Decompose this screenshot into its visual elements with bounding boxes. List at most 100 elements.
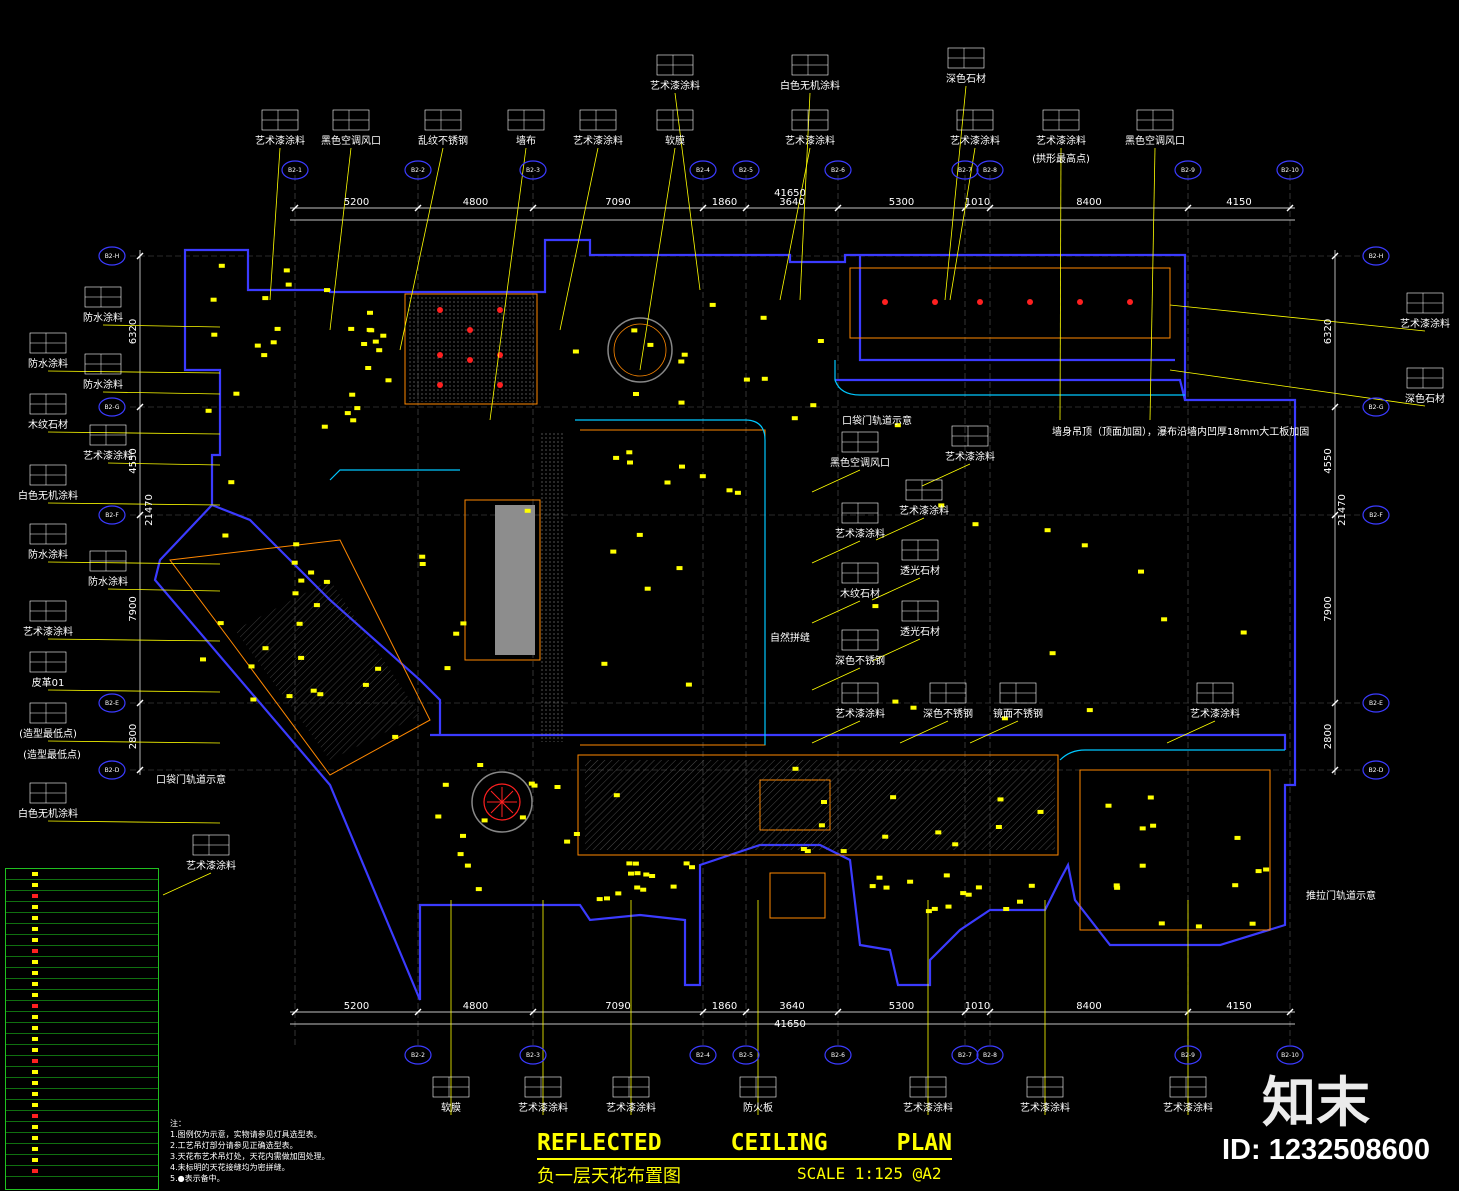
- grid-bubble-top: B2-7: [958, 167, 972, 174]
- dimension-segment: 3640: [779, 1001, 804, 1012]
- material-tag-label: 艺术漆涂料: [899, 504, 949, 517]
- legend-row: [6, 1034, 158, 1045]
- downlight-fixture: [965, 892, 972, 897]
- dimension-tick: [1331, 403, 1339, 411]
- leader-line: [921, 463, 971, 487]
- red-accent-light: [437, 382, 443, 388]
- downlight-fixture: [298, 655, 305, 660]
- brand-logo: 知末: [1262, 1071, 1370, 1134]
- leader-line: [489, 147, 527, 421]
- grid-bubble-left: B2-F: [105, 512, 119, 519]
- grid-bubble-bottom: B2-9: [1181, 1052, 1195, 1059]
- downlight-fixture: [572, 349, 579, 354]
- downlight-fixture: [368, 328, 375, 333]
- red-accent-light: [497, 382, 503, 388]
- downlight-fixture: [372, 339, 379, 344]
- downlight-fixture: [604, 896, 610, 901]
- dimension-tick: [1331, 252, 1339, 260]
- legend-row: [6, 1067, 158, 1078]
- dimension-segment: 1010: [965, 197, 990, 208]
- grid-bubble-top: B2-6: [831, 167, 845, 174]
- grid-bubble-left-circle: [98, 246, 126, 266]
- drawing-notes: 注： 1.图例仅为示意，实物请参见灯具选型表。 2.工艺吊灯部分请参见正确选型表…: [170, 1118, 330, 1184]
- legend-symbol-icon: [32, 971, 38, 975]
- material-tag-label: 深色石材: [946, 72, 986, 85]
- legend-symbol-icon: [32, 1015, 38, 1019]
- legend-symbol-icon: [32, 1048, 38, 1052]
- note-line: 注：: [170, 1119, 186, 1128]
- downlight-fixture: [890, 795, 897, 800]
- grid-bubble-bottom-circle: [976, 1045, 1004, 1065]
- downlight-fixture: [1255, 869, 1262, 874]
- dimension-segment: 8400: [1076, 1001, 1101, 1012]
- downlight-fixture: [634, 885, 641, 890]
- downlight-fixture: [945, 904, 952, 909]
- dimension-segment: 1860: [712, 1001, 737, 1012]
- downlight-fixture: [679, 464, 685, 469]
- legend-symbol-icon: [32, 1081, 38, 1085]
- material-tag-label: 深色不锈钢: [835, 654, 885, 667]
- leader-line: [639, 147, 676, 371]
- downlight-fixture: [938, 503, 945, 508]
- material-tag-label: 软膜: [665, 134, 685, 147]
- downlight-fixture: [760, 315, 767, 320]
- grid-bubble-bottom: B2-7: [958, 1052, 972, 1059]
- downlight-fixture: [310, 688, 317, 693]
- leader-line: [811, 540, 861, 564]
- grid-bubble-right-circle: [1362, 397, 1390, 417]
- downlight-fixture: [626, 450, 633, 455]
- grid-bubble-left: B2-D: [105, 767, 120, 774]
- red-accent-light: [1077, 299, 1083, 305]
- leader-line: [1169, 369, 1426, 407]
- red-accent-light: [1027, 299, 1033, 305]
- dimension-segment-vertical: 6320: [1323, 319, 1334, 344]
- legend-row: [6, 1056, 158, 1067]
- grid-bubble-bottom: B2-3: [526, 1052, 540, 1059]
- dimension-segment: 4150: [1226, 1001, 1251, 1012]
- downlight-fixture: [392, 734, 399, 739]
- material-tag-label: 艺术漆涂料: [1036, 134, 1086, 147]
- downlight-fixture: [1147, 795, 1154, 800]
- downlight-fixture: [821, 800, 827, 804]
- downlight-fixture: [531, 783, 538, 788]
- leader-line: [47, 820, 221, 824]
- leader-line: [107, 588, 221, 592]
- downlight-fixture: [291, 560, 298, 565]
- material-tag-label: 艺术漆涂料: [950, 134, 1000, 147]
- sliding-door-track-note: 推拉门轨道示意: [1306, 889, 1376, 902]
- downlight-fixture: [699, 474, 706, 479]
- red-accent-light: [437, 307, 443, 313]
- material-tag-label: 艺术漆涂料: [1190, 707, 1240, 720]
- dimension-tick: [742, 1008, 750, 1016]
- material-tag-label: 防水涂料: [83, 311, 123, 324]
- dimension-tick: [291, 204, 299, 212]
- legend-row: [6, 924, 158, 935]
- grid-bubble-top-circle: [519, 160, 547, 180]
- leader-line: [779, 147, 811, 301]
- leader-line: [875, 517, 925, 541]
- note-line: 1.图例仅为示意，实物请参见灯具选型表。: [170, 1130, 322, 1139]
- downlight-fixture: [1001, 716, 1008, 721]
- grid-bubble-bottom: B2-10: [1281, 1052, 1299, 1059]
- dimension-segment-vertical: 2800: [128, 724, 139, 749]
- downlight-fixture: [524, 508, 531, 513]
- material-tag-label: (造型最低点): [19, 727, 77, 740]
- downlight-fixture: [840, 849, 847, 854]
- downlight-fixture: [643, 872, 650, 877]
- downlight-fixture: [647, 342, 654, 347]
- material-tag-label: 透光石材: [900, 564, 940, 577]
- downlight-fixture: [573, 832, 580, 836]
- legend-symbol-icon: [32, 927, 38, 931]
- downlight-fixture: [743, 377, 750, 382]
- leader-line: [102, 391, 221, 395]
- legend-row: [6, 990, 158, 1001]
- downlight-fixture: [644, 586, 651, 591]
- grid-bubble-top-circle: [689, 160, 717, 180]
- dimension-tick: [986, 1008, 994, 1016]
- downlight-fixture: [943, 873, 950, 878]
- dimension-tick: [1286, 1008, 1294, 1016]
- downlight-fixture: [1195, 924, 1202, 929]
- downlight-fixture: [1044, 528, 1051, 533]
- downlight-fixture: [211, 332, 218, 337]
